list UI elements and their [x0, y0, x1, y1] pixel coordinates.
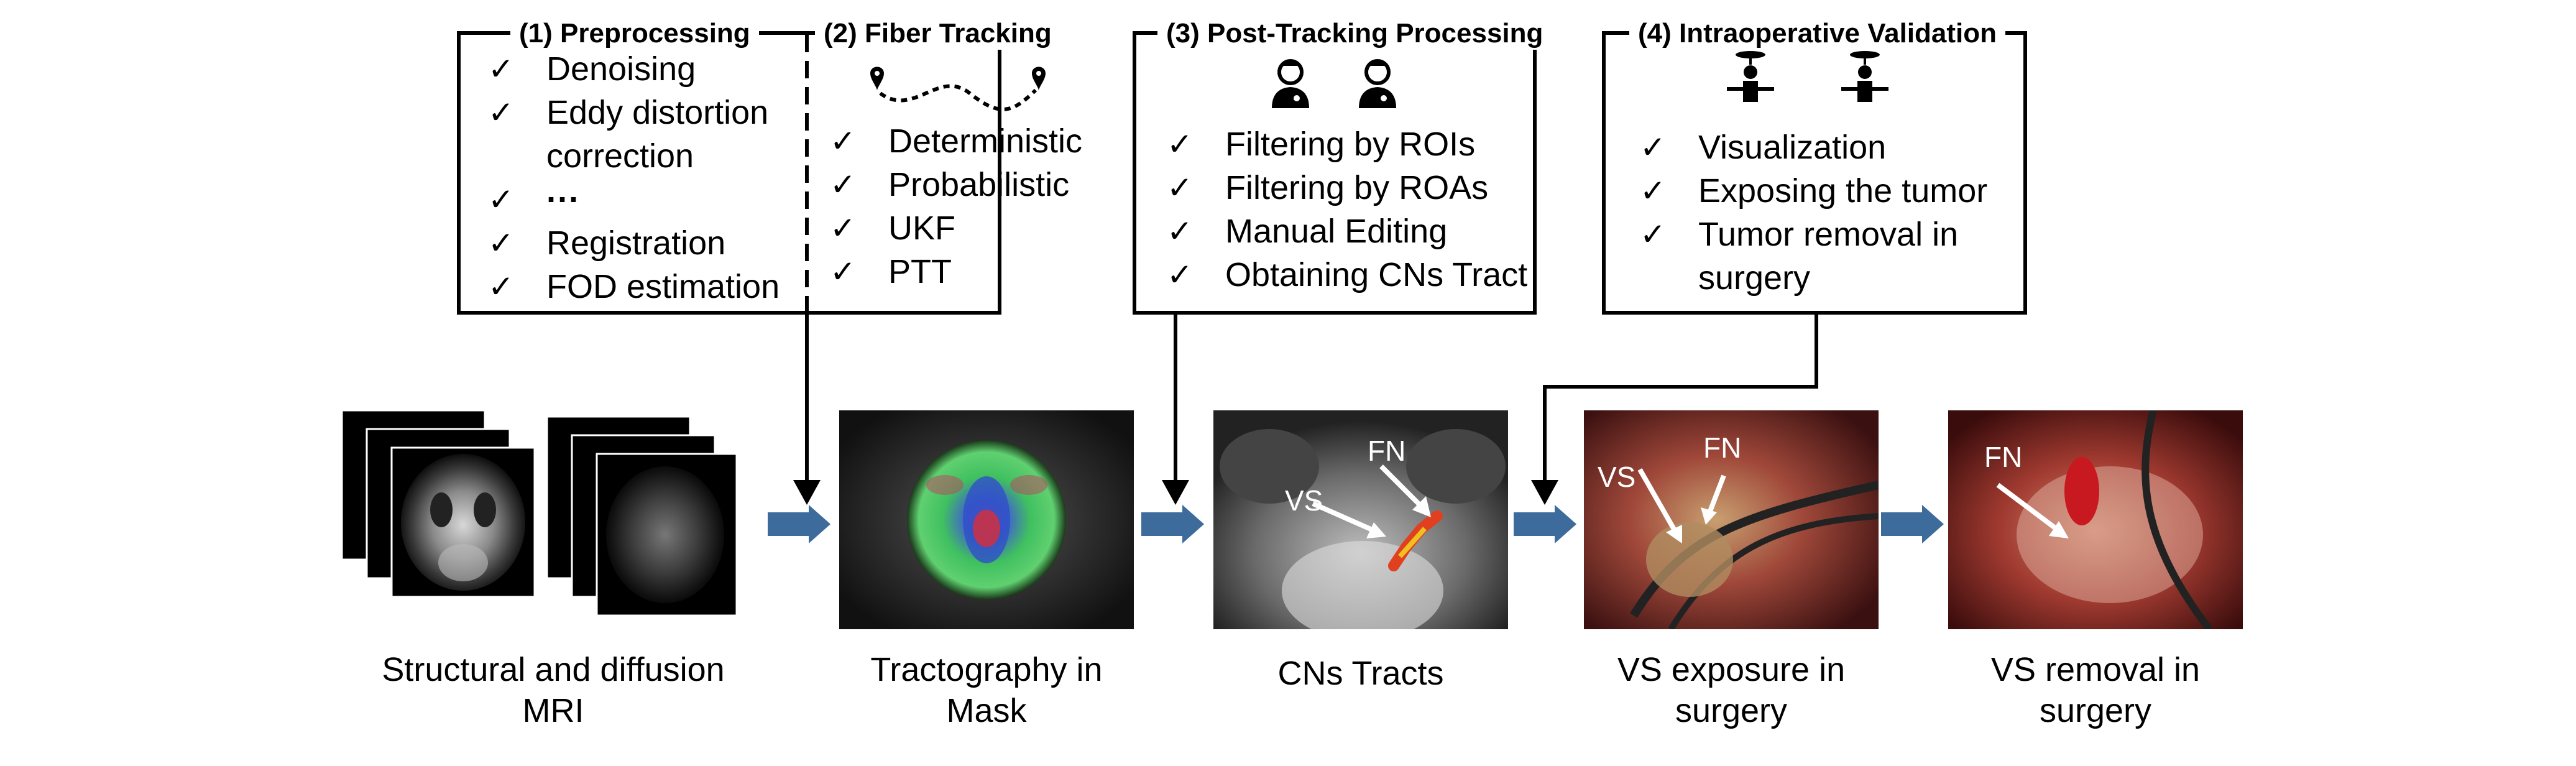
fiber-tracking-title: (2) Fiber Tracking [815, 17, 1060, 50]
check-icon: ✓ [830, 167, 856, 203]
check-icon: ✓ [1640, 216, 1666, 252]
list-item: surgery [1698, 259, 1811, 297]
check-icon: ✓ [830, 210, 856, 246]
list-item: ✓Visualization [1640, 126, 1987, 169]
vs-label: VS [1285, 484, 1323, 517]
post-tracking-box: (3) Post-Tracking Processing [1133, 17, 1552, 315]
doctor-icon [1272, 59, 1309, 108]
route-icon [870, 67, 1046, 111]
preprocessing-list: ✓Denoising ✓Eddy distortion correction ✓… [488, 47, 780, 308]
list-item: ✓UKF [830, 206, 1082, 250]
list-item: correction [546, 137, 694, 175]
mri-stack-panel [341, 409, 765, 622]
connector-arrowhead [1162, 480, 1189, 505]
list-item: ✓··· [488, 178, 780, 221]
intraoperative-validation-box: (4) Intraoperative Validation [1602, 17, 2027, 315]
post-tracking-title: (3) Post-Tracking Processing [1157, 17, 1552, 50]
connector-arrowhead [1531, 480, 1558, 505]
surgery-exposure-panel: VS FN [1584, 410, 1879, 629]
list-item: ✓Eddy distortion [488, 91, 780, 134]
flow-arrow [768, 505, 830, 543]
intraoperative-validation-title: (4) Intraoperative Validation [1629, 17, 2006, 50]
list-item: ✓Exposing the tumor [1640, 169, 1987, 213]
connector-line [1543, 315, 1818, 485]
surgeon-icon [1841, 51, 1888, 102]
surgery-removal-panel: FN [1948, 410, 2243, 629]
cn-tracts-panel: FN VS [1213, 410, 1508, 629]
check-icon: ✓ [488, 225, 514, 261]
check-icon: ✓ [1167, 126, 1193, 162]
vs-label: VS [1598, 461, 1636, 493]
check-icon: ✓ [1640, 129, 1666, 165]
list-item: ✓Filtering by ROAs [1167, 166, 1527, 210]
list-item: ✓Denoising [488, 47, 780, 91]
fn-label: FN [1984, 441, 2023, 473]
list-item: ✓PTT [830, 250, 1082, 293]
post-tracking-list: ✓Filtering by ROIs ✓Filtering by ROAs ✓M… [1167, 122, 1527, 297]
preprocessing-and-tracking-box: (1) Preprocessing (2) Fiber Tracking [457, 17, 1060, 315]
fn-label: FN [1703, 431, 1742, 464]
fn-label: FN [1368, 435, 1406, 467]
doctor-icon [1359, 59, 1396, 108]
check-icon: ✓ [488, 269, 514, 305]
check-icon: ✓ [830, 254, 856, 290]
panel-caption: CNs Tracts [1277, 655, 1444, 692]
list-item: ✓Manual Editing [1167, 210, 1527, 253]
surgeon-icon [1727, 51, 1774, 102]
intraoperative-validation-list: ✓Visualization ✓Exposing the tumor ✓Tumo… [1640, 126, 1987, 300]
check-icon: ✓ [1640, 173, 1666, 209]
list-item: ✓Obtaining CNs Tract [1167, 253, 1527, 297]
tractography-panel [839, 410, 1134, 629]
connector-arrowhead [793, 480, 821, 505]
check-icon: ✓ [1167, 257, 1193, 293]
check-icon: ✓ [830, 123, 856, 159]
check-icon: ✓ [488, 51, 514, 87]
check-icon: ✓ [1167, 170, 1193, 206]
check-icon: ✓ [1167, 213, 1193, 249]
list-item: ✓Probabilistic [830, 163, 1082, 206]
check-icon: ✓ [488, 95, 514, 131]
list-item: ✓Filtering by ROIs [1167, 122, 1527, 166]
check-icon: ✓ [488, 182, 514, 218]
list-item: ✓FOD estimation [488, 265, 780, 308]
fiber-tracking-list: ✓Deterministic ✓Probabilistic ✓UKF ✓PTT [830, 119, 1082, 293]
flow-arrow [1881, 505, 1944, 543]
list-item: ✓Tumor removal in [1640, 213, 1987, 256]
preprocessing-title: (1) Preprocessing [510, 17, 759, 50]
flow-arrow [1514, 505, 1576, 543]
list-item: ✓Registration [488, 221, 780, 265]
flow-arrow [1141, 505, 1204, 543]
list-item: ✓Deterministic [830, 119, 1082, 163]
